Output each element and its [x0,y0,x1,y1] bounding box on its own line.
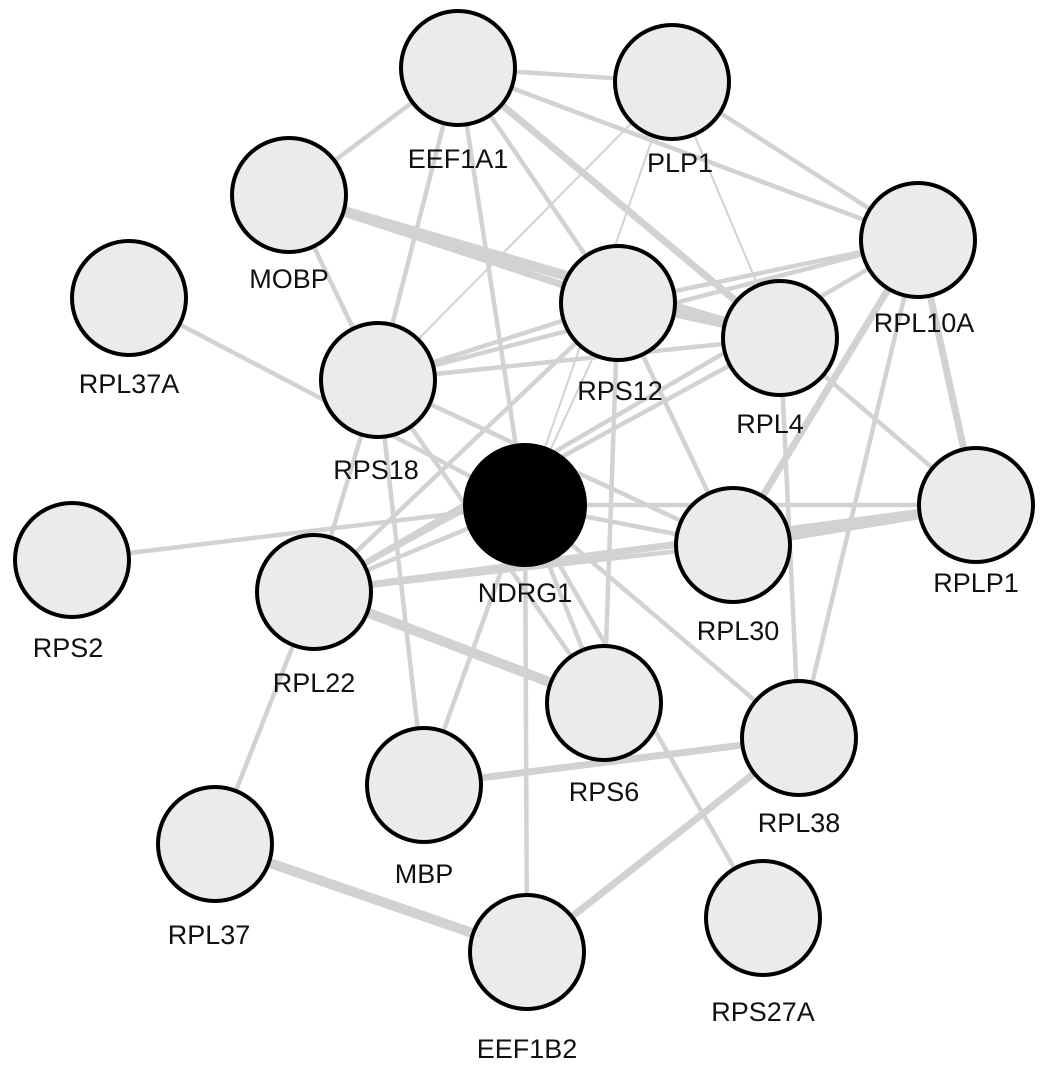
node-circle-plp1[interactable] [613,23,731,141]
node-circle-mbp[interactable] [365,726,483,844]
node-circle-rps6[interactable] [545,644,663,762]
edge-rpl30-rpl22 [313,542,734,595]
node-circle-rps18[interactable] [319,321,437,439]
node-circle-rps12[interactable] [559,244,677,362]
node-label-rps27a: RPS27A [711,997,815,1027]
node-label-rps2: RPS2 [33,633,104,663]
node-rpl4[interactable]: RPL4 [721,279,839,439]
node-label-mbp: MBP [395,859,454,889]
node-label-rps6: RPS6 [569,777,640,807]
edge-mobp-rpl4 [287,190,782,343]
node-circle-rpl38[interactable] [740,679,858,797]
node-circle-rpl30[interactable] [674,486,792,604]
node-circle-rpl10a[interactable] [859,181,977,299]
node-rps12[interactable]: RPS12 [559,244,677,406]
node-ndrg1[interactable]: NDRG1 [463,443,587,608]
node-label-rpl22: RPL22 [273,668,356,698]
node-mbp[interactable]: MBP [365,726,483,889]
node-rpl37[interactable]: RPL37 [156,785,274,950]
node-rpl38[interactable]: RPL38 [740,679,858,838]
node-label-rps12: RPS12 [577,376,663,406]
node-rpl22[interactable]: RPL22 [255,533,373,698]
node-label-rpl4: RPL4 [736,409,804,439]
node-rps27a[interactable]: RPS27A [704,859,822,1027]
node-label-eef1a1: EEF1A1 [408,144,509,174]
node-label-rps18: RPS18 [333,455,419,485]
node-label-rpl38: RPL38 [758,808,841,838]
node-eef1b2[interactable]: EEF1B2 [468,893,586,1064]
edge-eef1a1-ndrg1 [455,67,528,506]
node-rps18[interactable]: RPS18 [319,321,437,485]
node-rpl30[interactable]: RPL30 [674,486,792,646]
node-circle-rpl4[interactable] [721,279,839,397]
node-circle-rps27a[interactable] [704,859,822,977]
node-label-rpl37: RPL37 [168,920,251,950]
edge-rpl10a-rpl38 [796,239,921,739]
edge-rpl4-rps18 [377,335,781,383]
edge-eef1a1-rpl4 [455,65,783,341]
edge-rpl10a-rpl30 [730,238,921,547]
edge-eef1a1-rpl10a [457,65,919,243]
node-rpl10a[interactable]: RPL10A [859,181,977,338]
edge-plp1-rps18 [377,81,673,381]
node-rplp1[interactable]: RPLP1 [917,446,1035,598]
node-plp1[interactable]: PLP1 [613,23,731,178]
edge-rps12-rpl22 [312,301,620,594]
node-circle-eef1a1[interactable] [399,9,517,127]
node-mobp[interactable]: MOBP [230,136,348,294]
node-circle-rpl22[interactable] [255,533,373,651]
node-eef1a1[interactable]: EEF1A1 [399,9,517,174]
node-circle-mobp[interactable] [230,136,348,254]
node-label-rpl10a: RPL10A [874,308,975,338]
node-label-rplp1: RPLP1 [933,568,1019,598]
node-circle-rpl37a[interactable] [70,239,188,357]
node-label-rpl37a: RPL37A [79,369,180,399]
node-circle-rpl37[interactable] [156,785,274,903]
node-label-mobp: MOBP [249,264,329,294]
edge-ndrg1-eef1b2 [522,504,530,953]
node-rps2[interactable]: RPS2 [13,501,131,663]
node-circle-ndrg1[interactable] [463,443,587,567]
node-rps6[interactable]: RPS6 [545,644,663,807]
node-circle-eef1b2[interactable] [468,893,586,1011]
node-label-eef1b2: EEF1B2 [477,1034,578,1064]
node-label-rpl30: RPL30 [697,616,780,646]
node-circle-rps2[interactable] [13,501,131,619]
node-label-ndrg1: NDRG1 [478,578,573,608]
node-rpl37a[interactable]: RPL37A [70,239,188,399]
node-label-plp1: PLP1 [647,148,713,178]
node-circle-rplp1[interactable] [917,446,1035,564]
